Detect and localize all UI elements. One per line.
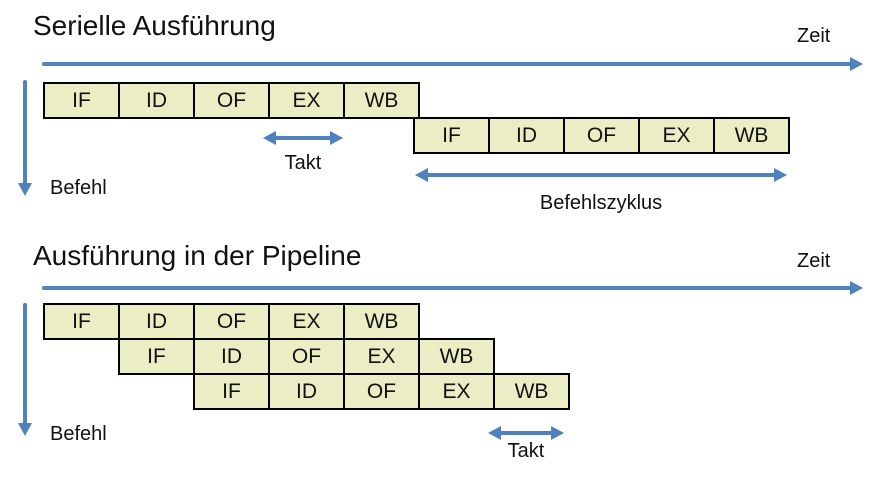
arrow-line: [23, 303, 27, 427]
stage-cell: EX: [268, 303, 345, 340]
stage-cell: OF: [343, 373, 420, 410]
serial-instruction-1-row: IF ID OF EX WB: [43, 82, 420, 119]
stage-cell: IF: [43, 82, 120, 119]
stage-cell: OF: [268, 338, 345, 375]
serial-clock-span-arrow: [263, 131, 343, 145]
stage-cell: WB: [343, 82, 420, 119]
stage-cell: IF: [118, 338, 195, 375]
arrowhead-right-icon: [774, 168, 787, 182]
arrowhead-down-icon: [18, 183, 32, 196]
stage-cell: WB: [418, 338, 495, 375]
stage-cell: WB: [493, 373, 570, 410]
arrowhead-down-icon: [18, 423, 32, 436]
serial-time-axis-label: Zeit: [797, 25, 831, 47]
serial-section-title: Serielle Ausführung: [33, 10, 276, 41]
stage-cell: EX: [418, 373, 495, 410]
pipeline-section-title: Ausführung in der Pipeline: [33, 240, 362, 271]
arrow-line: [272, 136, 334, 140]
arrow-line: [424, 173, 778, 177]
serial-clock-label: Takt: [284, 152, 322, 174]
pipeline-instruction-1-row: IF ID OF EX WB: [43, 303, 420, 340]
arrow-line: [42, 62, 854, 66]
pipeline-clock-span-arrow: [488, 426, 564, 440]
stage-cell: OF: [193, 82, 270, 119]
stage-cell: IF: [413, 117, 490, 154]
instruction-cycle-label: Befehlszyklus: [539, 192, 663, 214]
arrow-line: [42, 286, 854, 290]
stage-cell: EX: [268, 82, 345, 119]
stage-cell: ID: [193, 338, 270, 375]
pipeline-time-axis-label: Zeit: [797, 250, 831, 272]
serial-time-axis-arrow: [42, 57, 863, 71]
pipeline-time-axis-arrow: [42, 281, 863, 295]
stage-cell: WB: [343, 303, 420, 340]
stage-cell: WB: [713, 117, 790, 154]
arrowhead-left-icon: [263, 131, 276, 145]
arrowhead-right-icon: [330, 131, 343, 145]
stage-cell: ID: [118, 82, 195, 119]
arrowhead-right-icon: [551, 426, 564, 440]
pipeline-instruction-axis-label: Befehl: [50, 423, 107, 445]
arrowhead-right-icon: [850, 281, 863, 295]
pipeline-clock-label: Takt: [507, 440, 545, 462]
stage-cell: IF: [43, 303, 120, 340]
stage-cell: OF: [563, 117, 640, 154]
instruction-cycle-span-arrow: [415, 168, 787, 182]
stage-cell: ID: [268, 373, 345, 410]
arrowhead-left-icon: [488, 426, 501, 440]
serial-instruction-axis-arrow: [18, 80, 32, 196]
stage-cell: IF: [193, 373, 270, 410]
stage-cell: ID: [118, 303, 195, 340]
stage-cell: ID: [488, 117, 565, 154]
arrow-line: [497, 431, 555, 435]
serial-instruction-2-row: IF ID OF EX WB: [413, 117, 790, 154]
pipeline-instruction-axis-arrow: [18, 303, 32, 436]
pipeline-instruction-2-row: IF ID OF EX WB: [118, 338, 495, 375]
stage-cell: OF: [193, 303, 270, 340]
serial-instruction-axis-label: Befehl: [50, 177, 107, 199]
arrowhead-left-icon: [415, 168, 428, 182]
stage-cell: EX: [638, 117, 715, 154]
pipeline-instruction-3-row: IF ID OF EX WB: [193, 373, 570, 410]
stage-cell: EX: [343, 338, 420, 375]
arrowhead-right-icon: [850, 57, 863, 71]
arrow-line: [23, 80, 27, 187]
